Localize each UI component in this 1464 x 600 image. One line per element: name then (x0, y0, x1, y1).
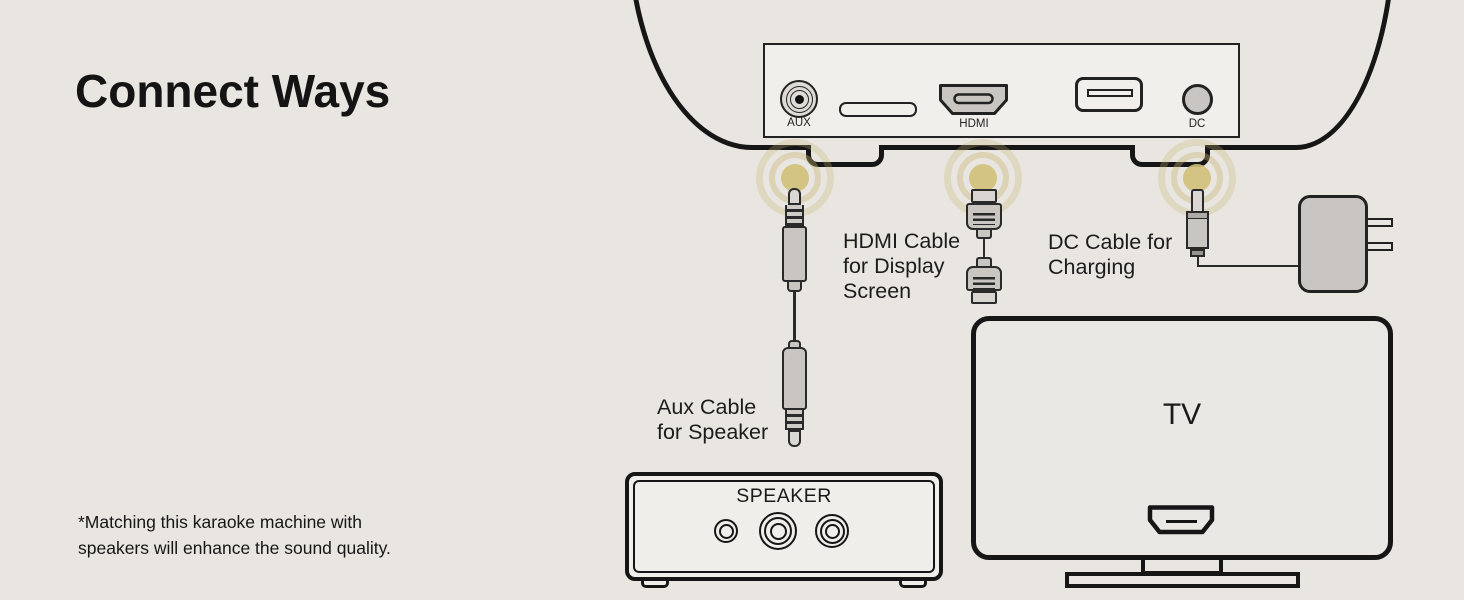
dc-port-icon (1182, 84, 1213, 115)
aux-port-icon (780, 80, 818, 118)
card-slot-icon (839, 102, 917, 117)
usb-slot (1087, 89, 1133, 97)
machine-foot-left (806, 145, 884, 167)
dc-port-label: DC (1188, 118, 1206, 130)
hdmi-port-icon (939, 84, 1008, 115)
adapter-prong-top (1366, 218, 1393, 227)
hdmi-cable-label: HDMI Cable for Display Screen (843, 229, 961, 303)
usb-port-icon (1075, 77, 1143, 112)
aux-cable-label: Aux Cable for Speaker (657, 395, 769, 444)
speaker-rca-jack-right-icon (815, 514, 849, 548)
speaker-inner-border (633, 480, 935, 573)
page-title: Connect Ways (75, 65, 391, 117)
footnote: *Matching this karaoke machine with spea… (78, 512, 391, 558)
machine-foot-right (1130, 145, 1210, 167)
hdmi-port-label: HDMI (959, 118, 989, 130)
speaker-foot-left (641, 578, 669, 588)
tv-frame (971, 316, 1393, 560)
speaker-rca-jack-left-icon (759, 512, 797, 550)
tv-label: TV (1162, 398, 1202, 431)
aux-port-label: AUX (787, 117, 811, 129)
power-adapter-icon (1298, 195, 1368, 293)
adapter-prong-bottom (1366, 242, 1393, 251)
tv-stand-base (1065, 572, 1300, 588)
dc-cable-cord-vertical (1196, 256, 1199, 267)
hdmi-cable-cord (982, 239, 985, 261)
aux-cable-cord (793, 292, 796, 348)
tv-hdmi-socket-icon (1147, 505, 1215, 535)
speaker-label: SPEAKER (736, 485, 832, 507)
speaker-aux-input-icon (714, 519, 738, 543)
dc-cable-label: DC Cable for Charging (1048, 230, 1173, 279)
speaker-foot-right (899, 578, 927, 588)
dc-cable-cord-horizontal (1196, 264, 1301, 267)
